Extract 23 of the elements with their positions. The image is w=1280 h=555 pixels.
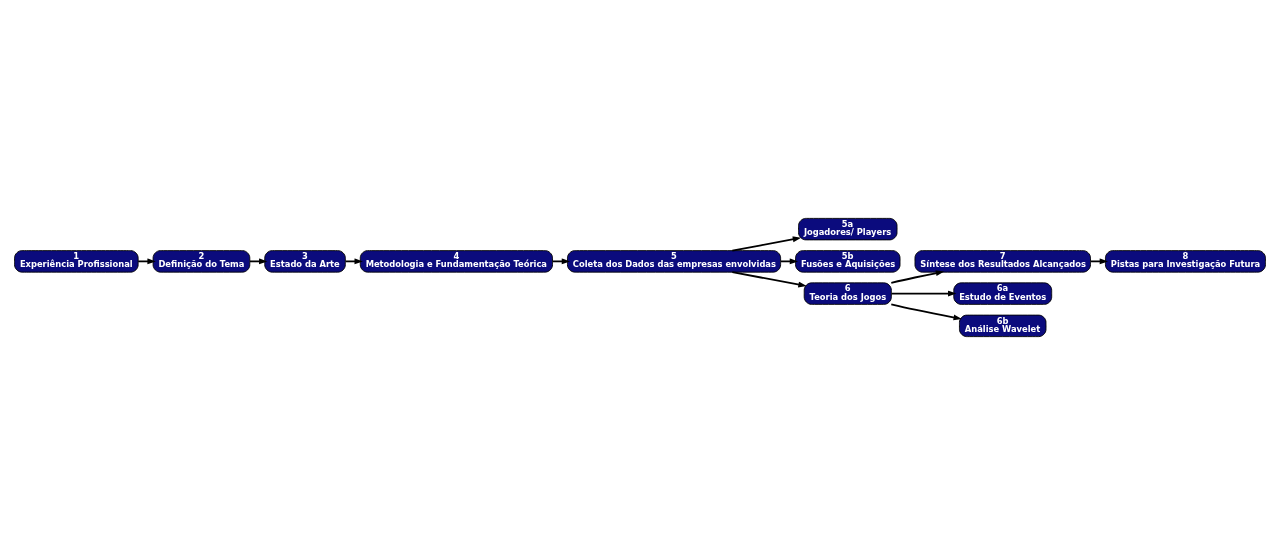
node-box: 6 Teoria dos Jogos (803, 282, 892, 305)
node-box: 5a Jogadores/ Players (798, 217, 898, 241)
node-box: 1 Experiência Profissional (14, 250, 139, 273)
node-box: 3 Estado da Arte (264, 250, 346, 273)
arrow (890, 303, 962, 321)
node-box: 7 Síntese dos Resultados Alcançados (914, 250, 1091, 273)
arrow (890, 270, 945, 284)
arrow (1089, 258, 1109, 265)
node-box: 6b Análise Wavelet (959, 314, 1047, 338)
node-box: 2 Definição do Tema (152, 250, 251, 273)
node-box: 6a Estudo de Eventos (953, 282, 1053, 305)
node-box: 4 Metodologia e Fundamentação Teórica (359, 250, 553, 273)
arrow (249, 258, 268, 265)
node-box: 5 Coleta dos Dados das empresas envolvidas (567, 250, 782, 273)
arrow (344, 258, 363, 265)
node-box: 8 Pistas para Investigação Futura (1105, 250, 1266, 273)
node-box: 5b Fusões e Aquisições (795, 250, 901, 273)
arrow (551, 258, 571, 265)
arrow (731, 271, 807, 288)
arrow (779, 258, 799, 265)
arrow (890, 290, 957, 297)
arrow (137, 258, 156, 265)
arrow (731, 236, 802, 252)
